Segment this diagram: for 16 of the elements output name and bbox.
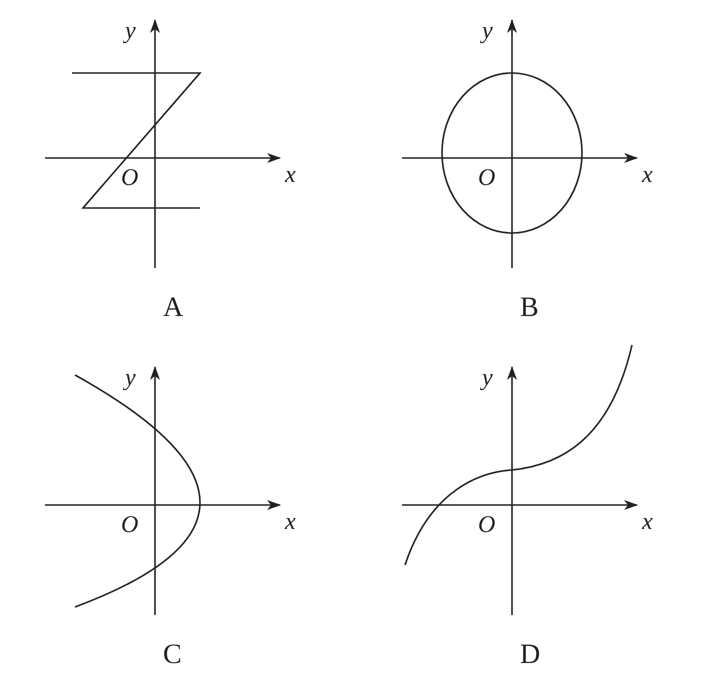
option-label: D: [520, 639, 540, 670]
axis-label: x: [642, 509, 653, 535]
option-label: C: [163, 639, 182, 670]
origin-label: O: [121, 512, 138, 538]
axis-label: x: [285, 509, 296, 535]
origin-label: O: [478, 512, 496, 538]
axis-label: y: [125, 365, 136, 391]
option-label: A: [163, 292, 184, 323]
origin-label: O: [121, 165, 138, 191]
axis-label: y: [482, 18, 493, 44]
axis-label: x: [285, 162, 296, 188]
origin-label: O: [478, 165, 496, 191]
axis-label: x: [642, 162, 653, 188]
option-label: B: [520, 292, 539, 323]
axis-label: y: [482, 365, 493, 391]
axis-label: y: [125, 18, 136, 44]
